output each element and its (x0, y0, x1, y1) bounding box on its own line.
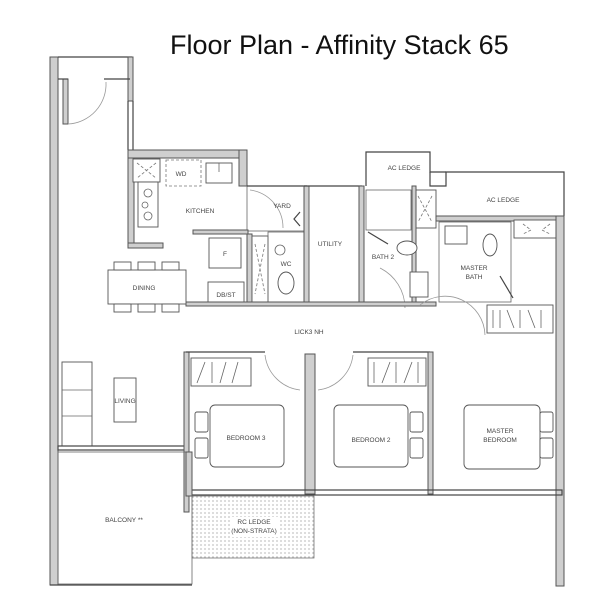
bedroom2-label: BEDROOM 2 (351, 437, 390, 444)
rc-ledge-label-2: (NON-STRATA) (231, 528, 277, 535)
sofa (61, 361, 93, 447)
dining-label: DINING (133, 285, 156, 292)
wd-label: WD (176, 171, 187, 178)
balcony-label: BALCONY ** (105, 517, 143, 524)
kitchen-label: KITCHEN (186, 208, 215, 215)
living-label: LIVING (114, 398, 135, 405)
page-title: Floor Plan - Affinity Stack 65 (170, 30, 509, 60)
master-bedroom-label-2: BEDROOM (483, 437, 517, 444)
dbst-label: DB/ST (216, 292, 235, 299)
wc-label: WC (281, 261, 292, 268)
ac-ledge-2-label: AC LEDGE (487, 197, 521, 204)
washer-dryer (165, 159, 202, 187)
master-bedroom-label-1: MASTER (486, 428, 513, 435)
wc-toilet (277, 271, 295, 295)
master-bath-label-2: BATH (466, 274, 483, 281)
master-bath-label-1: MASTER (460, 265, 487, 272)
rc-ledge-label-1: RC LEDGE (237, 519, 271, 526)
fridge (208, 237, 242, 269)
utility-label: UTILITY (318, 241, 343, 248)
bath2-label: BATH 2 (372, 254, 395, 261)
coffee-table (113, 377, 137, 423)
fridge-label: F (223, 251, 227, 258)
hallway-label: LICK3 NH (294, 329, 324, 336)
entry-door-swing (67, 81, 107, 125)
bedroom3-label: BEDROOM 3 (226, 435, 265, 442)
yard-label: YARD (273, 203, 291, 210)
ac-ledge-1-label: AC LEDGE (388, 165, 422, 172)
outer-wall-left (49, 56, 59, 586)
